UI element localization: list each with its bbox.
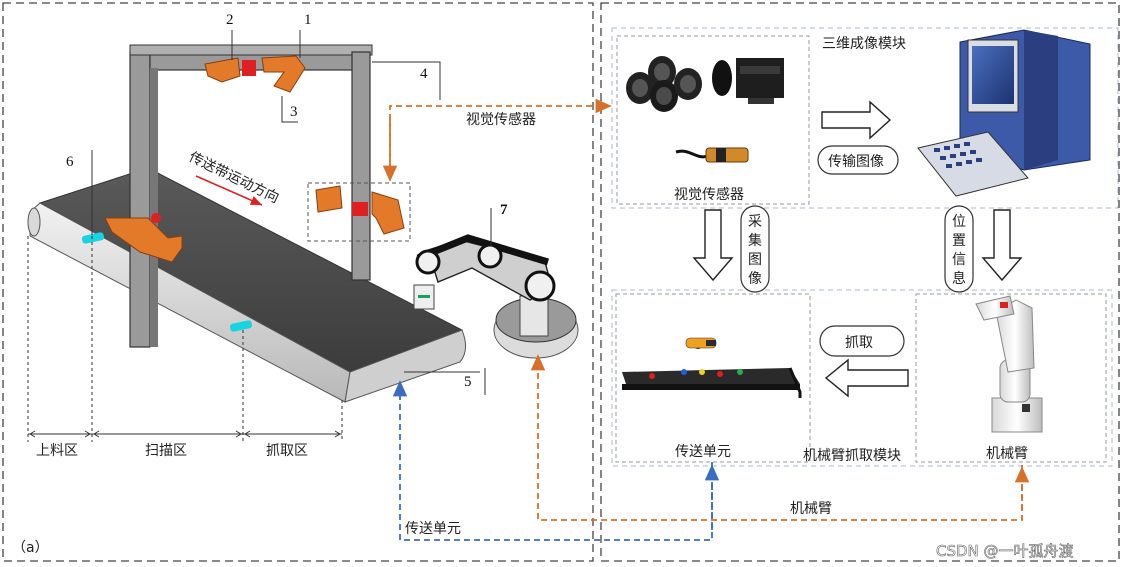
transmit-image-label: 传输图像 xyxy=(828,154,884,170)
part-number-6: 6 xyxy=(66,154,74,170)
computer-icon xyxy=(917,29,1091,197)
hollow-arrow-right xyxy=(821,100,892,140)
cyan-marker xyxy=(229,320,253,332)
grab-module-title: 机械臂抓取模块 xyxy=(803,448,901,464)
part-number-5: 5 xyxy=(464,374,472,390)
right-panel-border xyxy=(600,2,1120,562)
transmit-image-pill xyxy=(817,145,899,175)
arm-link xyxy=(530,354,1023,521)
conveyor-unit-caption: 传送单元 xyxy=(675,444,731,460)
collect-image-char-3: 像 xyxy=(748,271,762,287)
conveyor-link-label: 传送单元 xyxy=(405,521,461,537)
hollow-arrow-down-right xyxy=(981,209,1023,282)
part-number-4: 4 xyxy=(420,66,428,82)
zone-markers xyxy=(27,236,343,442)
position-info-pill xyxy=(944,205,974,293)
part-number-3: 3 xyxy=(290,104,298,120)
position-info-char-0: 位 xyxy=(952,214,966,230)
gantry-frame xyxy=(129,44,373,348)
belt-direction-arrow xyxy=(195,175,263,206)
conveyor-link xyxy=(392,380,713,541)
collect-image-char-2: 图 xyxy=(748,252,762,268)
arm-subframe xyxy=(915,293,1107,463)
position-info-char-3: 息 xyxy=(952,270,966,287)
industrial-camera xyxy=(712,58,784,104)
collect-image-pill xyxy=(740,205,770,293)
line-laser-sensor xyxy=(675,147,749,163)
zone-grabbing: 抓取区 xyxy=(266,443,308,459)
industrial-arm-image xyxy=(975,295,1043,433)
vision-target-parts xyxy=(315,185,405,235)
left-panel-border xyxy=(2,2,594,562)
top-camera-assembly xyxy=(204,55,306,93)
leader-lines xyxy=(91,30,492,395)
zone-loading: 上料区 xyxy=(36,443,78,459)
collect-image-char-1: 集 xyxy=(748,232,762,249)
robot-arm-left xyxy=(413,234,579,359)
imaging-module-title: 三维成像模块 xyxy=(822,36,906,52)
arm-link-label: 机械臂 xyxy=(790,501,832,517)
cyan-marker xyxy=(81,232,105,244)
hollow-arrow-down-left xyxy=(692,209,734,282)
workpiece-red-dot xyxy=(151,213,161,223)
zone-scanning: 扫描区 xyxy=(145,443,187,459)
grab-pill xyxy=(819,325,905,357)
position-info-label: 位 置 信 息 xyxy=(952,214,966,287)
vision-target-box xyxy=(307,182,411,242)
conveyor-unit-image xyxy=(622,337,802,398)
grab-label: 抓取 xyxy=(845,335,873,351)
vision-sensor-arrow-label: 视觉传感器 xyxy=(466,111,536,128)
collect-image-char-0: 采 xyxy=(748,214,762,230)
hollow-arrow-left xyxy=(824,358,909,398)
conveyor-subframe xyxy=(615,293,811,463)
workpiece-on-belt xyxy=(104,217,183,263)
imaging-module-frame xyxy=(611,27,1119,209)
part-number-7: 7 xyxy=(500,202,508,218)
grab-module-frame xyxy=(611,289,1113,467)
arm-caption: 机械臂 xyxy=(986,446,1028,462)
position-info-char-1: 置 xyxy=(952,233,966,249)
vision-sensor-subframe xyxy=(616,35,810,205)
part-number-2: 2 xyxy=(226,12,234,28)
watermark: CSDN @一叶孤舟渡 xyxy=(936,542,1074,560)
vision-sensor-caption: 视觉传感器 xyxy=(674,186,744,203)
conveyor-belt xyxy=(27,167,466,403)
collect-image-label: 采 集 图 像 xyxy=(748,214,762,287)
part-number-1: 1 xyxy=(304,12,312,28)
camera-lenses xyxy=(626,56,702,112)
panel-tag: （a） xyxy=(12,540,49,556)
position-info-char-2: 信 xyxy=(952,252,966,268)
